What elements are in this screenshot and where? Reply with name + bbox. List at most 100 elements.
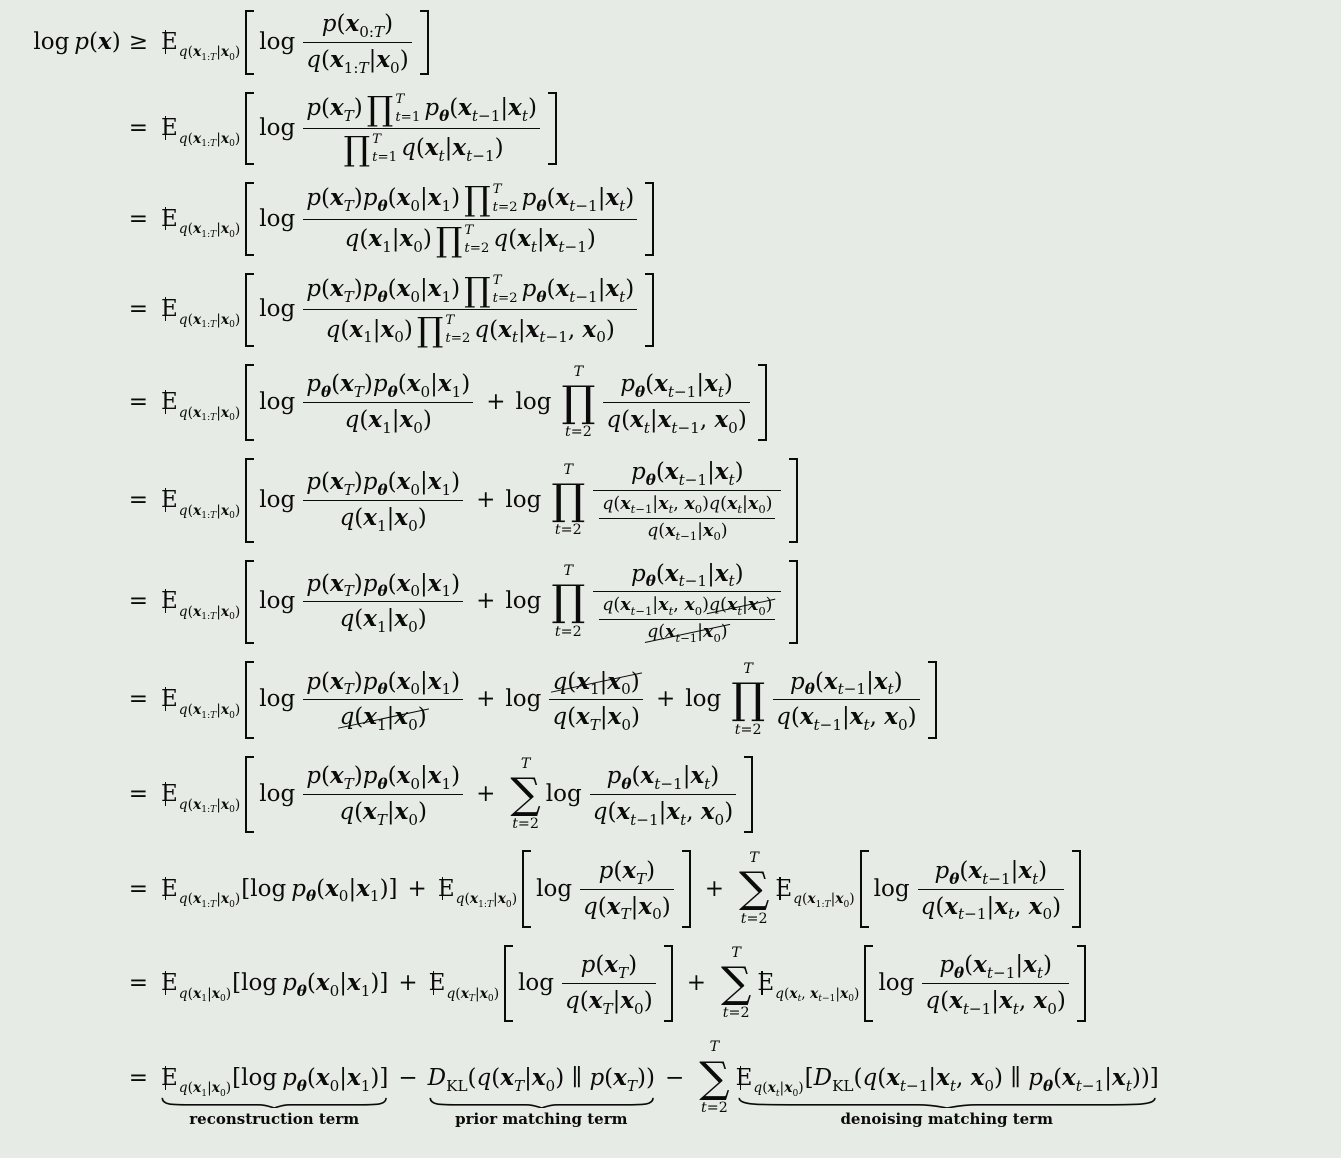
- fraction-bar: [773, 699, 920, 701]
- fraction-bar: [303, 793, 464, 795]
- function-name: log: [241, 970, 278, 997]
- blackboard-E: E: [735, 1064, 753, 1091]
- expectation-subscript: q(x1:T|x0): [178, 604, 241, 623]
- math-inline: q(xt|xt−1, x0): [474, 315, 615, 347]
- relation-symbol: =: [128, 487, 148, 514]
- math-inline: q(xT|x0): [339, 797, 427, 829]
- math-inline: q(xt−1|x0): [647, 622, 728, 644]
- product-operator: T∏t=2: [731, 661, 766, 738]
- math-inline: pθ(xt−1|xt): [631, 559, 744, 591]
- underbrace: [160, 1097, 388, 1108]
- math-inline: q(xt−1|x0): [647, 520, 728, 544]
- math-inline: pθ(xt−1|xt): [790, 667, 903, 699]
- math-inline: q(x1|x0): [325, 315, 413, 347]
- blackboard-E: E: [437, 875, 455, 902]
- math-inline: p(xT)pθ(x0|x1): [306, 569, 461, 601]
- relation-symbol: =: [128, 588, 148, 615]
- product-operator: T∏t=2: [551, 563, 586, 640]
- underbrace-label: denoising matching term: [840, 1109, 1053, 1128]
- denominator: q(xT|x0): [549, 703, 643, 735]
- fraction: pθ(xt−1|xt)q(xt−1|xt, x0)q(xt|x0)q(xt−1|…: [593, 458, 782, 543]
- cancelled-term: q(x1|x0): [552, 667, 640, 699]
- function-name: log: [33, 28, 70, 55]
- math-inline: p(xT): [306, 93, 363, 125]
- denominator: q(x1|x0): [337, 504, 430, 535]
- blackboard-E: E: [775, 875, 793, 902]
- operator: +: [476, 487, 496, 514]
- right-bracket: [757, 363, 767, 442]
- fraction-bar: [562, 983, 656, 985]
- blackboard-E: E: [161, 686, 178, 713]
- right-bracket: [645, 272, 655, 347]
- operator: +: [486, 388, 506, 415]
- denominator: q(xt−1|xt, x0): [590, 798, 736, 829]
- expectation-subscript: q(x1:T|x0): [178, 44, 241, 63]
- expectation-subscript: q(x1|x0): [178, 985, 232, 1005]
- expectation-subscript: q(x1:T|x0): [793, 891, 855, 910]
- relation-symbol: =: [128, 205, 148, 232]
- math-inline: q(x1:T|x0): [306, 45, 409, 77]
- function-name: log: [259, 114, 296, 141]
- expectation-subscript: q(xt, xt−1|x0): [775, 985, 860, 1005]
- left-bracket: [245, 272, 255, 347]
- right-bracket: [744, 755, 754, 834]
- left-bracket: [245, 458, 255, 543]
- math-inline: q(xT|x0): [552, 703, 640, 735]
- fraction-bar: [593, 489, 782, 491]
- left-bracket: [245, 661, 255, 739]
- product-operator: T∏t=2: [551, 461, 586, 539]
- denominator: q(x1:T|x0): [303, 45, 411, 77]
- math-inline: pθ(xt−1|xt): [606, 762, 720, 793]
- left-bracket: [245, 91, 255, 166]
- fraction-bar: [589, 793, 737, 795]
- fraction: pθ(xt−1|xt)q(xt−1|xt, x0)q(xt|x0)q(xt−1|…: [593, 559, 782, 645]
- denominator: q(xt−1|xt, x0): [918, 893, 1064, 924]
- expectation-subscript: q(x1:T|x0): [455, 891, 518, 910]
- denominator: q(xt−1|xt, x0)q(xt|x0)q(xt−1|x0): [593, 494, 781, 543]
- operator: +: [407, 875, 427, 902]
- function-name: log: [259, 388, 296, 415]
- math-inline: p(xT)pθ(x0|x1): [306, 275, 461, 306]
- denominator: q(xt−1|xt, x0): [922, 987, 1068, 1018]
- right-bracket: [547, 91, 557, 166]
- math-inline: q(xt|xt−1): [401, 134, 504, 165]
- numerator: q(x1|x0): [550, 667, 643, 699]
- blackboard-E: E: [161, 28, 178, 55]
- numerator: pθ(xt−1|xt): [628, 559, 747, 591]
- equation-lhs: =: [10, 685, 160, 714]
- denominator: q(x1|x0): [337, 703, 430, 734]
- function-name: log: [536, 875, 573, 902]
- right-bracket: [645, 182, 655, 256]
- equation-lhs: =: [10, 875, 160, 904]
- fraction: q(x1|x0) q(xT|x0): [549, 667, 643, 735]
- math-inline: [DKL(q(xt−1|xt, x0) ∥ pθ(xt−1|xt))]: [804, 1063, 1159, 1095]
- fraction: pθ(xt−1|xt)q(xt−1|xt, x0): [917, 857, 1065, 924]
- math-inline: pθ(xt−1|xt): [521, 275, 635, 306]
- fraction-bar: [922, 983, 1069, 985]
- relation-symbol: =: [128, 296, 148, 323]
- fraction: q(xt−1|xt, x0)q(xt|x0)q(xt−1|x0): [599, 494, 776, 544]
- fraction-bar: [599, 517, 776, 519]
- blackboard-E: E: [161, 970, 178, 997]
